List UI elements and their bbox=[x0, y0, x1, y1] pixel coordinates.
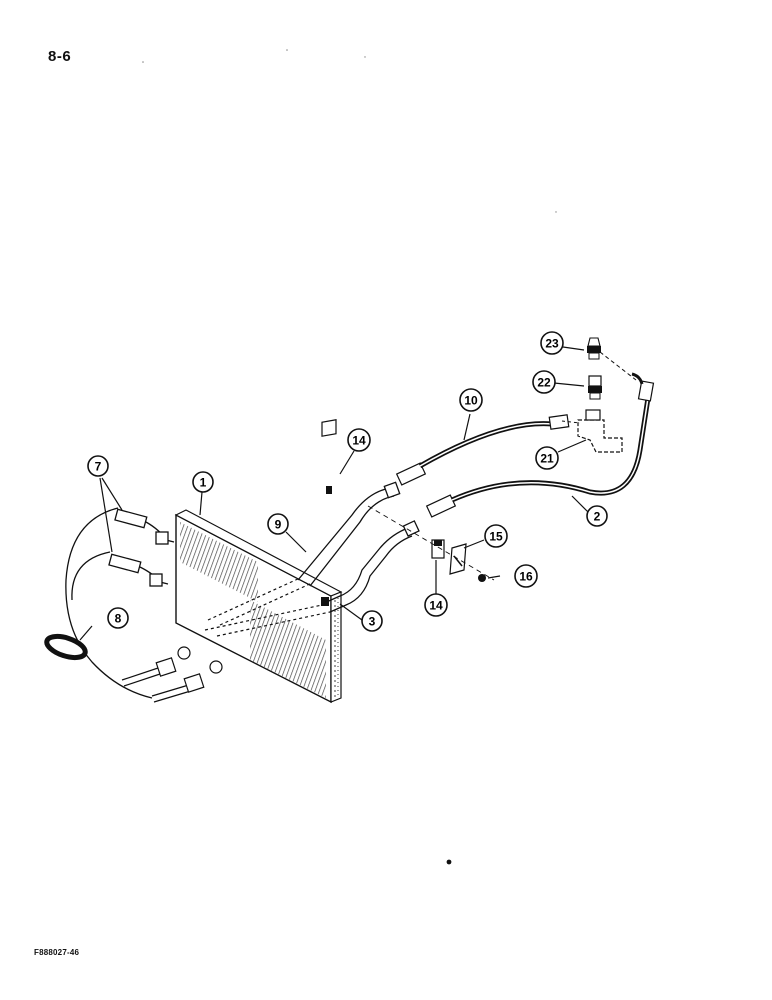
page-specks bbox=[142, 49, 557, 865]
callout-14-lower-text: 14 bbox=[429, 599, 443, 613]
callout-9: 9 bbox=[267, 513, 289, 535]
callout-10-text: 10 bbox=[464, 394, 478, 408]
callout-15-text: 15 bbox=[489, 530, 503, 544]
hidden-tube-lines bbox=[204, 577, 331, 637]
fitting-23 bbox=[587, 337, 601, 360]
leader-23-dash bbox=[599, 351, 637, 381]
callout-9-text: 9 bbox=[275, 518, 282, 532]
callout-23: 23 bbox=[540, 331, 564, 355]
cooler-lines-7 bbox=[65, 507, 175, 699]
hose-10 bbox=[395, 414, 570, 486]
callout-21: 21 bbox=[535, 446, 559, 470]
elbow-fitting-21 bbox=[577, 409, 623, 453]
callout-14-upper-text: 14 bbox=[352, 434, 366, 448]
callout-22-text: 22 bbox=[537, 376, 551, 390]
clamp-14-lower bbox=[431, 539, 445, 559]
clamp-14-upper bbox=[321, 419, 337, 494]
callout-21-text: 21 bbox=[540, 452, 554, 466]
callout-14-upper: 14 bbox=[347, 428, 371, 452]
callout-1-text: 1 bbox=[200, 476, 207, 490]
callout-2-text: 2 bbox=[594, 510, 601, 524]
callout-10: 10 bbox=[459, 388, 483, 412]
callout-23-text: 23 bbox=[545, 337, 559, 351]
callout-14-lower: 14 bbox=[424, 593, 448, 617]
oil-cooler-core bbox=[174, 509, 343, 704]
tube-3 bbox=[321, 520, 420, 613]
callout-2: 2 bbox=[586, 505, 608, 527]
clamp-plate-15 bbox=[449, 543, 467, 575]
callout-8-text: 8 bbox=[115, 612, 122, 626]
nut-16 bbox=[478, 574, 486, 582]
grommet-8 bbox=[44, 633, 88, 661]
callout-16: 16 bbox=[514, 564, 538, 588]
callout-3: 3 bbox=[361, 610, 383, 632]
callout-7-text: 7 bbox=[95, 460, 102, 474]
tube-9 bbox=[297, 481, 401, 587]
adapter-fittings bbox=[121, 646, 223, 703]
fitting-22 bbox=[588, 375, 602, 400]
mount-line bbox=[367, 505, 495, 581]
callout-22: 22 bbox=[532, 370, 556, 394]
page-number: 8-6 bbox=[48, 48, 72, 65]
hose-2 bbox=[425, 372, 655, 518]
callout-8: 8 bbox=[107, 607, 129, 629]
callout-7: 7 bbox=[87, 455, 109, 477]
callout-1: 1 bbox=[192, 471, 214, 493]
callout-16-text: 16 bbox=[519, 570, 533, 584]
figure-code: F888027-46 bbox=[34, 948, 80, 957]
callout-3-text: 3 bbox=[369, 615, 376, 629]
callout-15: 15 bbox=[484, 524, 508, 548]
